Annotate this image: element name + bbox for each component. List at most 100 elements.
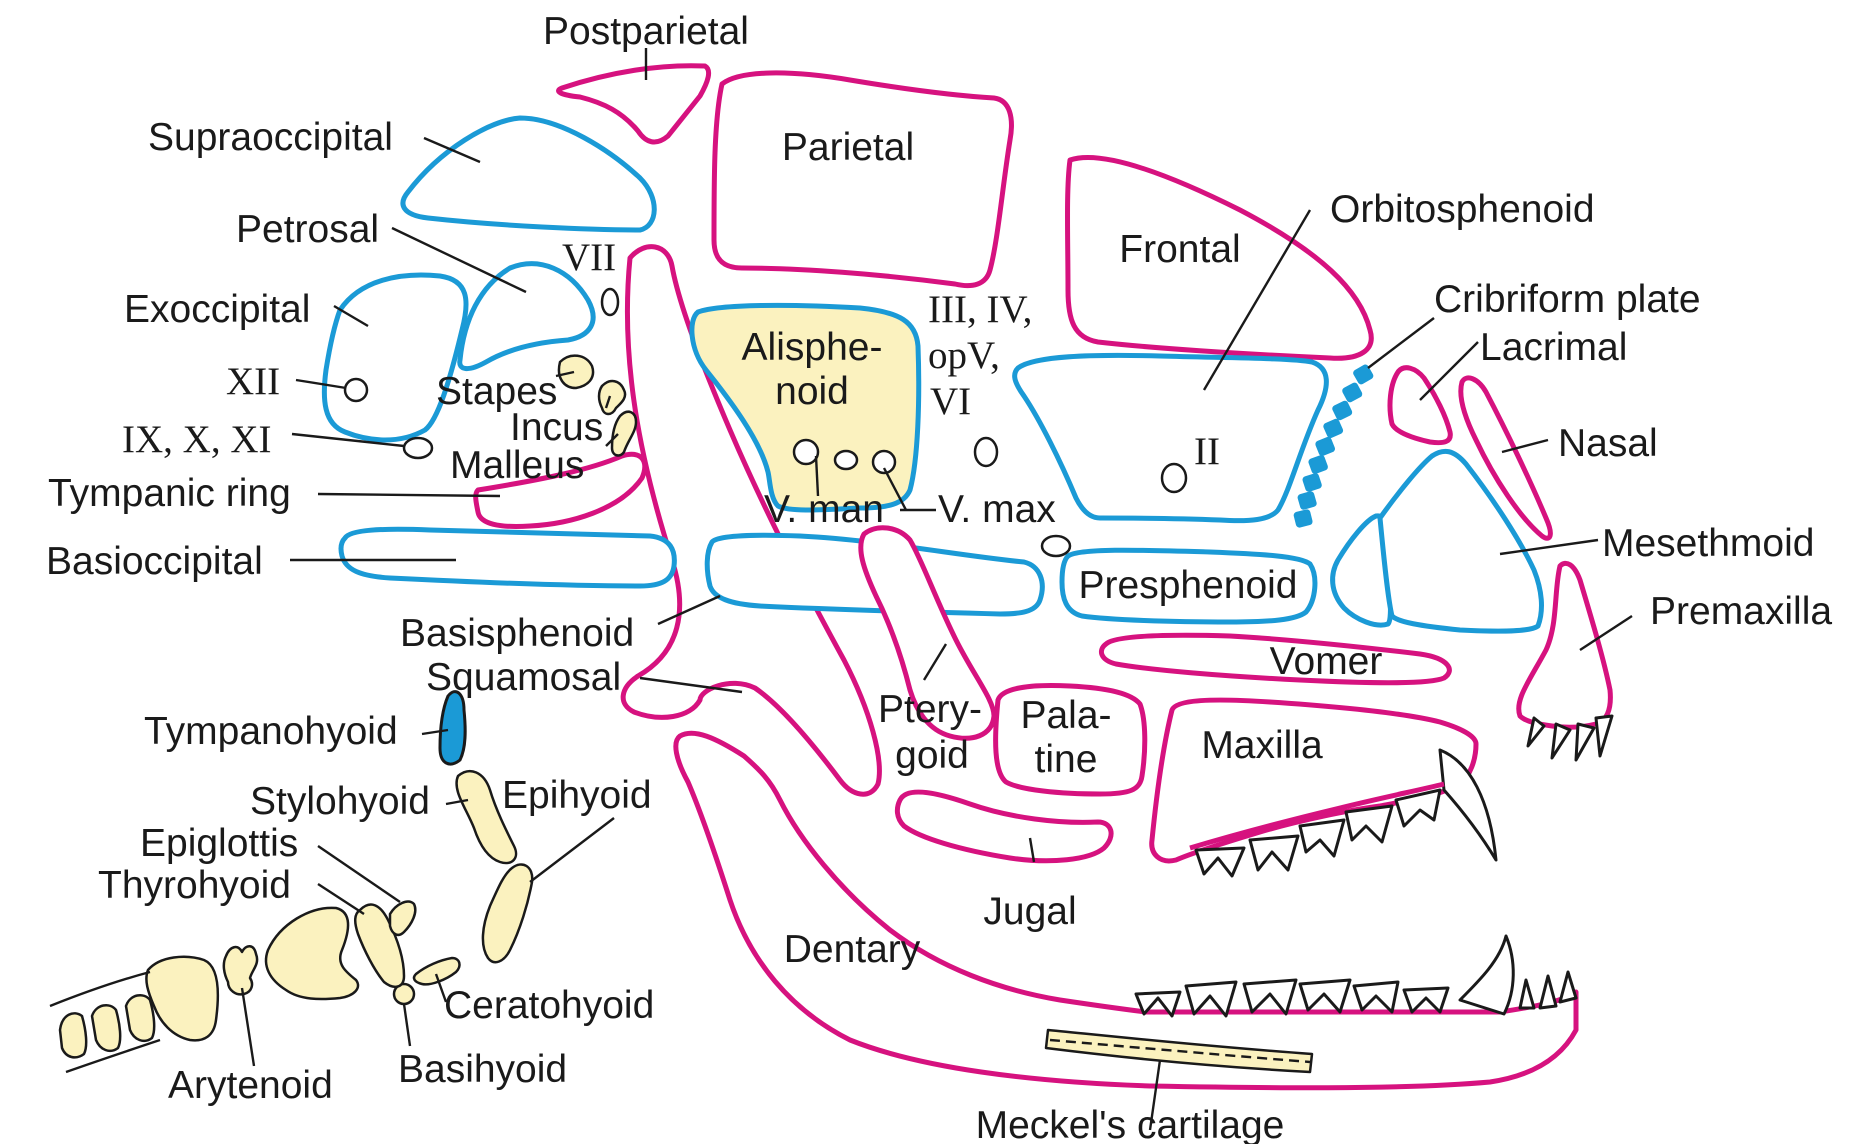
foramen-v-mid: [833, 449, 859, 471]
label-malleus: Malleus: [450, 444, 584, 487]
epiglottis-shape: [388, 900, 417, 937]
label-stylohyoid: Stylohyoid: [250, 780, 430, 823]
label-palatine-2: tine: [1035, 738, 1098, 781]
label-alisphenoid-1: Alisphe-: [742, 326, 883, 369]
label-arytenoid: Arytenoid: [168, 1064, 333, 1107]
parietal-shape: [711, 70, 1014, 289]
label-pterygoid-2: goid: [895, 734, 969, 777]
tympanic-ring-shape: [473, 451, 648, 529]
malleus-shape: [610, 410, 638, 457]
label-exoccipital: Exoccipital: [124, 288, 310, 331]
thyroid-cartilage-shape: [264, 906, 360, 1001]
label-v-max: V. max: [938, 488, 1056, 531]
label-epiglottis: Epiglottis: [140, 822, 298, 865]
nerve-label-ix-x-xi: IX, X, XI: [122, 418, 271, 461]
leader-lines: [240, 48, 1633, 1131]
label-basisphenoid: Basisphenoid: [400, 612, 634, 655]
supraoccipital-shape: [400, 115, 657, 233]
label-meckels-cartilage: Meckel's cartilage: [976, 1104, 1285, 1144]
foramen-vi: [973, 436, 999, 468]
jugal-shape: [894, 789, 1114, 864]
foramen-v-max: [871, 449, 897, 475]
meckels-cartilage-dashes: [1049, 1038, 1311, 1064]
label-squamosal: Squamosal: [426, 656, 621, 699]
epihyoid-shape: [481, 863, 534, 964]
label-mesethmoid: Mesethmoid: [1602, 522, 1814, 565]
lacrimal-shape: [1387, 365, 1453, 446]
nerve-label-opv: opV,: [928, 334, 1000, 377]
vomer-shape: [1098, 632, 1452, 686]
palatine-shape: [993, 683, 1148, 797]
nerve-labels: VII XII IX, X, XI III, IV, opV, VI II: [122, 236, 1220, 473]
label-maxilla: Maxilla: [1201, 724, 1323, 767]
maxilla-teeth: [1189, 748, 1498, 878]
bone-shapes: [49, 63, 1614, 1091]
foramen-vii: [600, 287, 620, 317]
label-basioccipital: Basioccipital: [46, 540, 263, 583]
label-orbitosphenoid: Orbitosphenoid: [1330, 188, 1595, 231]
foramen-xii: [343, 377, 369, 403]
foramen-ix-x-xi: [402, 436, 434, 460]
nerve-label-vii: VII: [562, 236, 616, 279]
label-dentary: Dentary: [784, 928, 921, 971]
basioccipital-shape: [338, 526, 677, 589]
label-incus: Incus: [510, 406, 603, 449]
dentary-teeth: [1134, 934, 1578, 1018]
premaxilla-teeth: [1526, 714, 1614, 762]
thyrohyoid-shape: [354, 903, 406, 989]
nerve-label-xii: XII: [226, 360, 280, 403]
stapes-shape: [557, 354, 595, 390]
label-alisphenoid-2: noid: [775, 370, 849, 413]
premaxilla-shape: [1516, 560, 1613, 730]
label-tympanohyoid: Tympanohyoid: [144, 710, 398, 753]
labels: Postparietal Supraoccipital Parietal Pet…: [46, 10, 1832, 1144]
mesethmoid-shape: [1377, 448, 1544, 634]
ceratohyoid-shape: [412, 956, 461, 986]
label-petrosal: Petrosal: [236, 208, 379, 251]
label-ceratohyoid: Ceratohyoid: [444, 984, 654, 1027]
foramen-optic: [1160, 462, 1188, 494]
label-pterygoid-1: Ptery-: [878, 688, 982, 731]
nerve-label-vi: VI: [930, 380, 971, 423]
foramen-v-man: [792, 438, 820, 466]
label-parietal: Parietal: [782, 126, 914, 169]
cribriform-plate-shape: [1293, 364, 1374, 528]
label-thyrohyoid: Thyrohyoid: [98, 864, 291, 907]
nerve-label-iii-iv: III, IV,: [928, 288, 1032, 331]
label-premaxilla: Premaxilla: [1650, 590, 1832, 633]
nerve-label-ii: II: [1194, 430, 1220, 473]
label-epihyoid: Epihyoid: [502, 774, 652, 817]
label-basihyoid: Basihyoid: [398, 1048, 567, 1091]
label-stapes: Stapes: [436, 370, 557, 413]
label-postparietal: Postparietal: [543, 10, 749, 53]
postparietal-shape: [556, 63, 712, 145]
label-cribriform-plate: Cribriform plate: [1434, 278, 1701, 321]
label-nasal: Nasal: [1558, 422, 1658, 465]
label-vomer: Vomer: [1270, 640, 1383, 683]
alisphenoid-shape: [689, 302, 922, 513]
frontal-shape: [1065, 155, 1374, 361]
nasal-shape: [1458, 375, 1553, 541]
label-presphenoid: Presphenoid: [1079, 564, 1298, 607]
trachea-shape: [49, 970, 161, 1074]
label-jugal: Jugal: [983, 890, 1076, 933]
stylohyoid-shape: [455, 770, 518, 865]
dentary-shape: [673, 730, 1579, 1091]
arytenoid-shape: [222, 945, 259, 996]
foramen-sphenopalatine: [1040, 534, 1072, 558]
petrosal-shape: [457, 261, 596, 371]
squamosal-shape: [620, 244, 882, 797]
tympanohyoid-shape: [438, 690, 467, 766]
presphenoid-shape: [1059, 547, 1318, 625]
orbitosphenoid-shape: [1012, 352, 1329, 524]
cricoid-shape: [145, 955, 220, 1042]
label-v-man: V. man: [764, 488, 884, 531]
label-tympanic-ring: Tympanic ring: [48, 472, 291, 515]
exoccipital-shape: [321, 272, 469, 443]
label-palatine-1: Pala-: [1020, 694, 1111, 737]
pterygoid-shape: [858, 525, 997, 741]
label-supraoccipital: Supraoccipital: [148, 116, 393, 159]
label-lacrimal: Lacrimal: [1480, 326, 1627, 369]
label-frontal: Frontal: [1119, 228, 1240, 271]
